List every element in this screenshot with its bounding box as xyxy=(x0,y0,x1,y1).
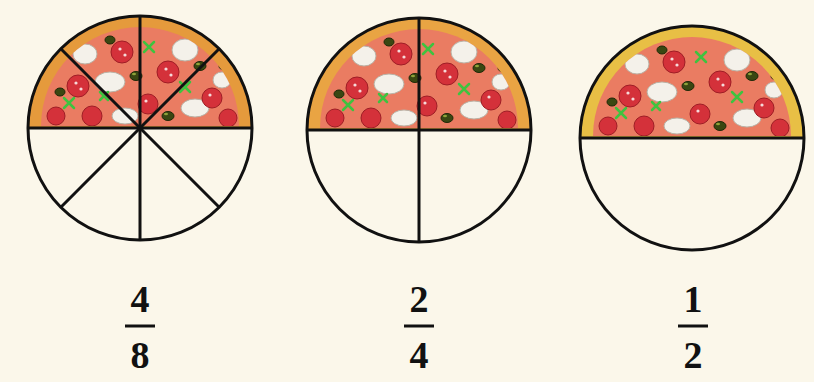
denominator: 2 xyxy=(684,336,703,374)
numerator: 1 xyxy=(684,280,703,318)
pizza-quarters xyxy=(307,18,531,242)
numerator: 4 xyxy=(131,280,150,318)
denominator: 8 xyxy=(131,336,150,374)
numerator: 2 xyxy=(410,280,429,318)
pizza-halves xyxy=(580,26,804,250)
denominator: 4 xyxy=(410,336,429,374)
pizza-eighths xyxy=(28,16,252,240)
fraction-bar xyxy=(125,325,708,328)
